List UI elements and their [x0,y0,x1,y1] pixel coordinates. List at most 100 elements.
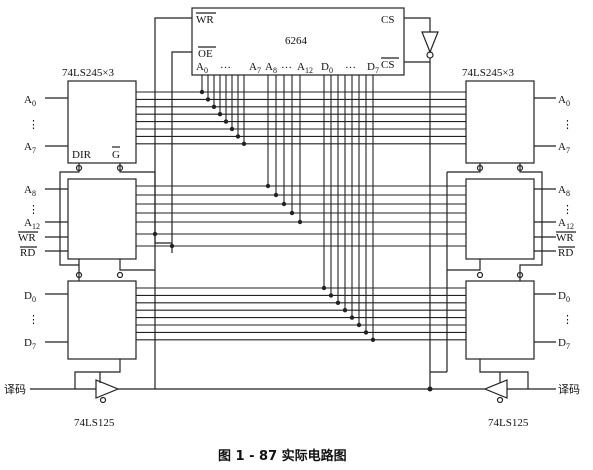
pin-wr: WR [196,14,214,26]
left-vdots-c: ⋮ [28,314,39,326]
right-buffer-group: 74LS245×3 A 0 ⋮ A 7 A 8 ⋮ A 12 WR RD D 0… [447,67,576,373]
right-buffer-1 [465,80,535,164]
wr-wire [154,17,192,244]
decode-right-gate: 74LS125 [488,417,529,429]
bus-a-junction [205,97,211,102]
left-d0-sub: 0 [32,295,36,304]
data-d0-sub: 0 [329,66,333,75]
bus-d-junction [342,308,348,313]
left-buffer-3 [67,280,137,360]
bus-a-junction [235,134,241,139]
decode-left-label: 译码 [4,383,26,396]
right-control-wiring [447,163,543,373]
right-vdots-c: ⋮ [562,314,573,326]
cs-wire [404,17,431,32]
left-a8-sub: 8 [32,189,36,198]
bus-a-junction [229,126,235,132]
bus-b-junction [289,210,295,216]
addr-a12-sub: 12 [305,66,313,75]
left-a8: A [24,184,32,196]
right-buffer-2 [465,178,535,260]
right-a12-sub: 12 [566,222,574,231]
bus-b-junction [297,219,303,225]
pin-cs: CS [381,14,394,26]
enable-bubble-left [99,396,107,404]
pin-oe: OE [198,48,213,60]
cs-bar-wire [404,58,431,63]
left-vdots-a: ⋮ [28,119,39,131]
memory-chip-body [191,7,405,76]
decode-left-gate: 74LS125 [74,417,115,429]
left-input-stubs [45,97,68,343]
left-wr: WR [18,232,36,244]
left-a7-sub: 7 [32,146,36,155]
left-dir-label: DIR [72,149,92,161]
bus-a-junction [199,89,205,95]
addr-a8: A [265,61,273,73]
bus-drops [152,89,376,342]
cs-decode-junction [427,386,433,392]
buffer-triangle-left [95,379,120,399]
left-buffer-title: 74LS245×3 [62,67,115,79]
bus-b-junction [265,183,271,189]
addr-a0: A [196,61,204,73]
left-d7: D [24,337,32,349]
decode-left-enable [74,371,101,389]
right-wr: WR [556,232,574,244]
data-d7-sub: 7 [375,66,379,75]
right-d7: D [558,337,566,349]
decode-left: 译码 74LS125 [4,371,430,429]
addr-a12: A [297,61,305,73]
left-d0: D [24,290,32,302]
cs-inverter [404,17,439,63]
data-d0: D [321,61,329,73]
right-buffer-title: 74LS245×3 [462,67,515,79]
bus-b-junction [281,201,287,207]
bus-d-junction [370,337,376,342]
right-a7-sub: 7 [566,146,570,155]
addr-ellipsis-1: … [220,59,231,71]
decode-right-label: 译码 [558,383,580,396]
buffer-triangle-right [483,379,508,399]
bus-a-junction [223,119,229,124]
data-ellipsis: … [345,59,356,71]
left-a0: A [24,94,32,106]
addr-a7-sub: 7 [257,66,261,75]
bus-b-junction [273,192,279,198]
right-d7-sub: 7 [566,342,570,351]
left-vdots-b: ⋮ [28,204,39,216]
right-output-stubs [534,97,556,343]
right-a12: A [558,217,566,229]
oe-wire [171,51,192,253]
left-a0-sub: 0 [32,99,36,108]
left-a12-sub: 12 [32,222,40,231]
bus-d-junction [328,293,334,298]
chip-name: 6264 [285,35,308,47]
pin-cs-bar: CS [381,59,394,71]
addr-a8-sub: 8 [273,66,277,75]
bus-d-junction [363,330,369,335]
left-control-wiring [59,163,155,373]
figure-caption: 图 1 - 87 实际电路图 [218,448,347,464]
left-rd: RD [20,247,35,259]
addr-ellipsis-2: … [281,59,292,71]
left-g-label: G [112,149,120,161]
addr-a0-sub: 0 [204,66,208,75]
bus-d-junction [335,300,341,305]
addr-a7: A [249,61,257,73]
decode-right-enable [499,371,529,389]
right-a8-sub: 8 [566,189,570,198]
memory-chip-6264: WR OE 6264 CS CS A 0 … A 7 A 8 … A 12 D … [191,7,405,76]
right-a7: A [558,141,566,153]
right-a0: A [558,94,566,106]
right-a0-sub: 0 [566,99,570,108]
bus-a-junction [217,112,223,117]
bus-a-junction [241,141,247,146]
left-d7-sub: 7 [32,342,36,351]
right-vdots-b: ⋮ [562,204,573,216]
right-vdots-a: ⋮ [562,119,573,131]
bus-d-junction [321,285,327,291]
right-d0: D [558,290,566,302]
left-buffer-2 [67,178,137,260]
